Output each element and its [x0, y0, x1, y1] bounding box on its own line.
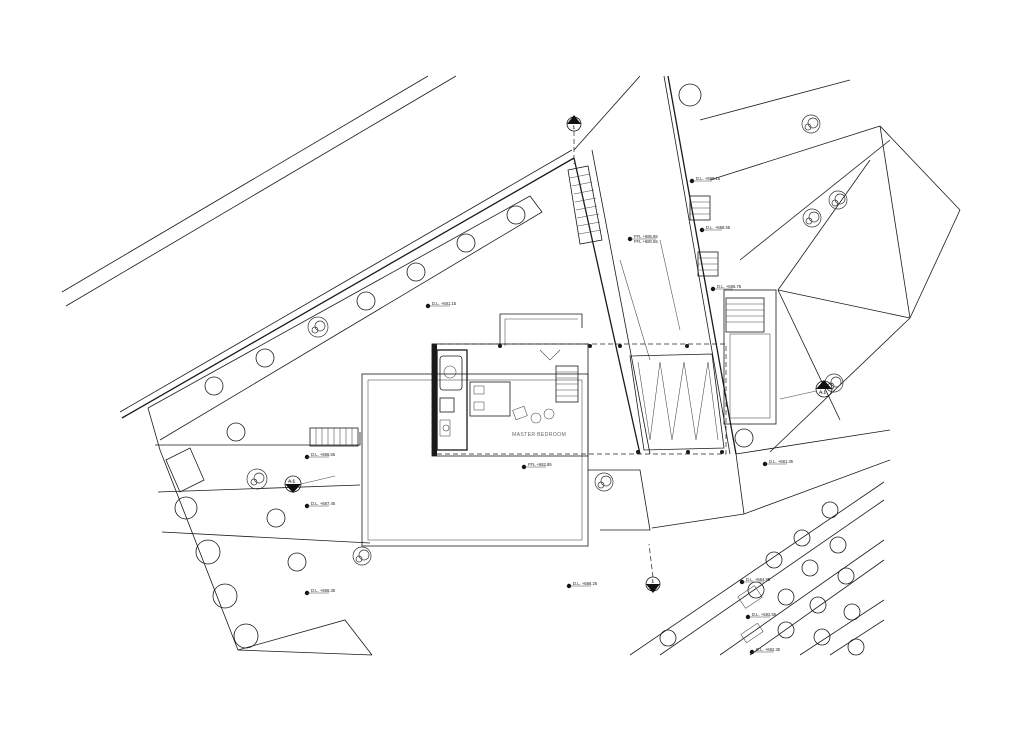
central-strip — [498, 75, 737, 455]
level-marker: FFL +685.85 FFL +680.55 — [627, 234, 658, 244]
top-stair — [567, 165, 603, 245]
level-marker: D.L. +686.25 — [566, 581, 598, 589]
master-bedroom-block: MASTER BEDROOM — [431, 343, 589, 457]
section-marker-left: A.1 — [284, 475, 336, 493]
svg-text:D.L. +686.55: D.L. +686.55 — [311, 452, 336, 457]
svg-text:A.1: A.1 — [288, 479, 296, 484]
level-marker: D.L. +682.35 — [749, 647, 781, 655]
room-label-master-bedroom: MASTER BEDROOM — [512, 432, 566, 438]
section-marker-top: 1 — [566, 115, 582, 164]
svg-text:D.L. +681.35: D.L. +681.35 — [769, 459, 794, 464]
svg-text:D.L. +682.55: D.L. +682.55 — [752, 612, 777, 617]
svg-text:D.L. +686.75: D.L. +686.75 — [717, 284, 742, 289]
roof-outline — [431, 343, 727, 455]
level-marker: D.L. +690.15 — [689, 176, 721, 184]
level-marker: D.L. +682.55 — [745, 612, 777, 620]
svg-text:D.L. +687.45: D.L. +687.45 — [311, 501, 336, 506]
level-marker: D.L. +684.85 — [739, 577, 771, 585]
svg-text:D.L. +686.35: D.L. +686.35 — [311, 588, 336, 593]
main-terrace — [361, 313, 651, 547]
section-marker-right: A.1 — [779, 380, 833, 400]
level-marker: D.L. +688.55 — [699, 225, 731, 233]
road-edges — [61, 75, 641, 419]
terraced-rows — [629, 481, 885, 656]
level-marker: D.L. +686.75 — [710, 284, 742, 292]
level-marker: D.L. +681.35 — [762, 459, 794, 467]
level-marker: D.L. +686.55 — [304, 452, 336, 460]
trees — [174, 83, 865, 656]
section-marker-bottom: 1 — [645, 543, 661, 593]
svg-text:D.L. +681.15: D.L. +681.15 — [432, 301, 457, 306]
svg-text:D.L. +682.35: D.L. +682.35 — [756, 647, 781, 652]
svg-text:D.L. +690.15: D.L. +690.15 — [696, 176, 721, 181]
svg-text:FFL +680.55: FFL +680.55 — [634, 239, 658, 244]
svg-text:FFL +685.85: FFL +685.85 — [634, 234, 658, 239]
svg-text:1: 1 — [652, 579, 655, 584]
section-markers: 1 A.1 A.1 1 — [284, 115, 833, 593]
level-marker: D.L. +687.45 — [304, 501, 336, 509]
svg-text:D.L. +686.25: D.L. +686.25 — [573, 581, 598, 586]
level-marker: D.L. +686.35 — [304, 588, 336, 596]
svg-text:1: 1 — [573, 125, 576, 130]
level-marker: FFL +682.85 — [521, 462, 552, 470]
svg-text:D.L. +684.85: D.L. +684.85 — [746, 577, 771, 582]
svg-text:D.L. +688.55: D.L. +688.55 — [706, 225, 731, 230]
level-markers: D.L. +690.15 FFL +685.85 FFL +680.55 D.L… — [304, 176, 794, 655]
shrubs — [246, 114, 848, 566]
hillside-right — [651, 79, 961, 529]
svg-text:FFL +682.85: FFL +682.85 — [528, 462, 552, 467]
garden-terrace — [147, 195, 543, 656]
level-marker: D.L. +681.15 — [425, 301, 457, 309]
right-stairs — [689, 195, 777, 425]
left-stair — [309, 427, 359, 447]
svg-text:A.1: A.1 — [819, 390, 827, 395]
